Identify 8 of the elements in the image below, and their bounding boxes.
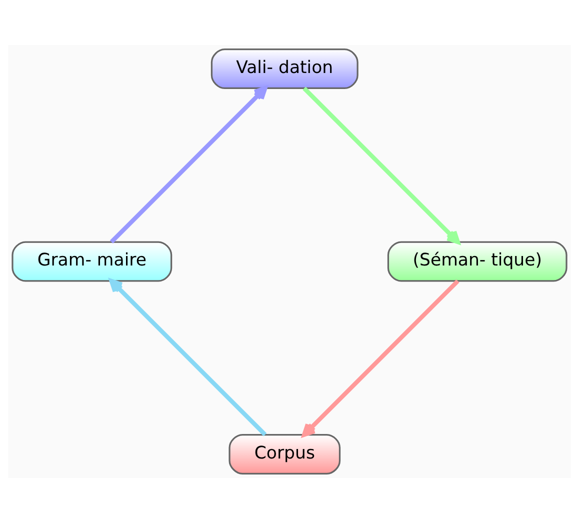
arrow [302,86,460,244]
arrow [110,86,268,244]
arrow [302,280,460,437]
node-box: (Séman- tique) [387,241,568,282]
node-box: Corpus [228,434,341,474]
node-box: Gram- maire [12,241,172,282]
arrow [109,278,267,436]
node-box: Vali- dation [210,48,358,90]
